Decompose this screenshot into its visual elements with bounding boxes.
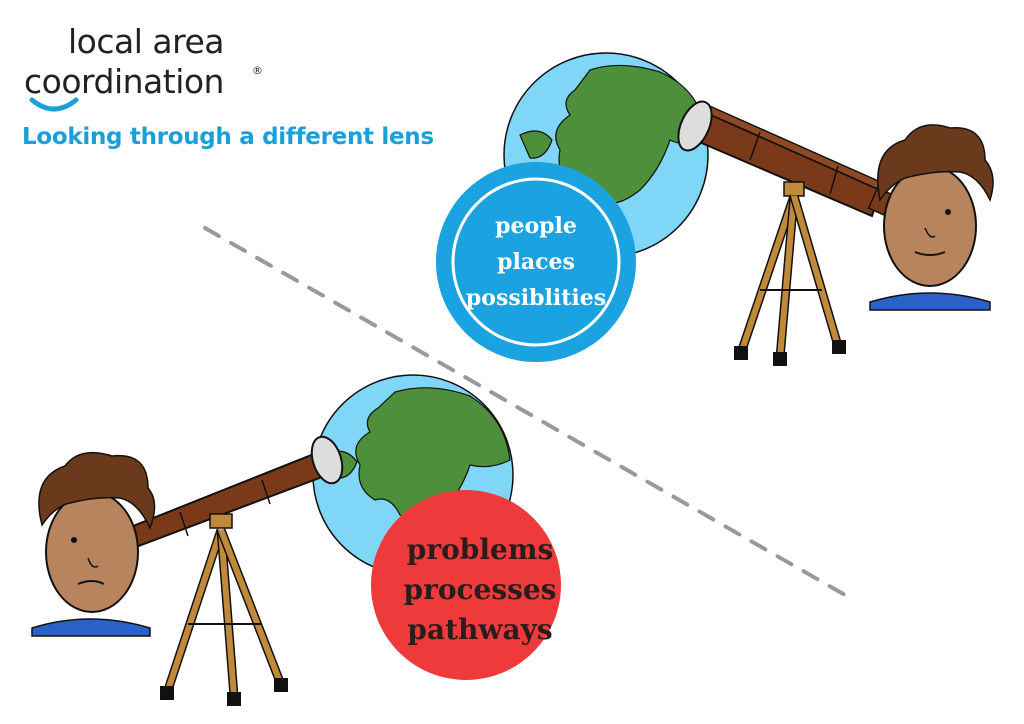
bottom-tripod-icon bbox=[160, 513, 288, 706]
top-person-icon bbox=[869, 124, 994, 311]
top-telescope-icon bbox=[677, 100, 901, 219]
bottom-circle-label: problems processes pathways bbox=[380, 530, 580, 650]
bottom-circle-word: problems bbox=[406, 533, 554, 566]
logo: local area coordination ® bbox=[24, 22, 264, 112]
logo-line1: local area bbox=[68, 22, 224, 61]
top-circle-word: people bbox=[495, 213, 577, 239]
bottom-circle-icon bbox=[371, 490, 561, 680]
registered-mark: ® bbox=[252, 64, 263, 77]
top-circle-word: possiblities bbox=[465, 285, 607, 311]
top-circle-word: places bbox=[497, 249, 575, 275]
bottom-circle-word: pathways bbox=[407, 613, 553, 646]
top-circle-icon bbox=[436, 162, 636, 362]
top-tripod-icon bbox=[734, 181, 846, 366]
bottom-circle-word: processes bbox=[403, 573, 557, 606]
tagline: Looking through a different lens bbox=[22, 124, 434, 150]
logo-line2: coordination bbox=[24, 62, 224, 101]
logo-smile-icon bbox=[29, 97, 79, 112]
top-circle-label: people places possiblities bbox=[458, 208, 614, 316]
bottom-person-icon bbox=[31, 451, 156, 637]
dashed-divider bbox=[203, 226, 847, 597]
bottom-telescope-icon bbox=[104, 435, 344, 558]
